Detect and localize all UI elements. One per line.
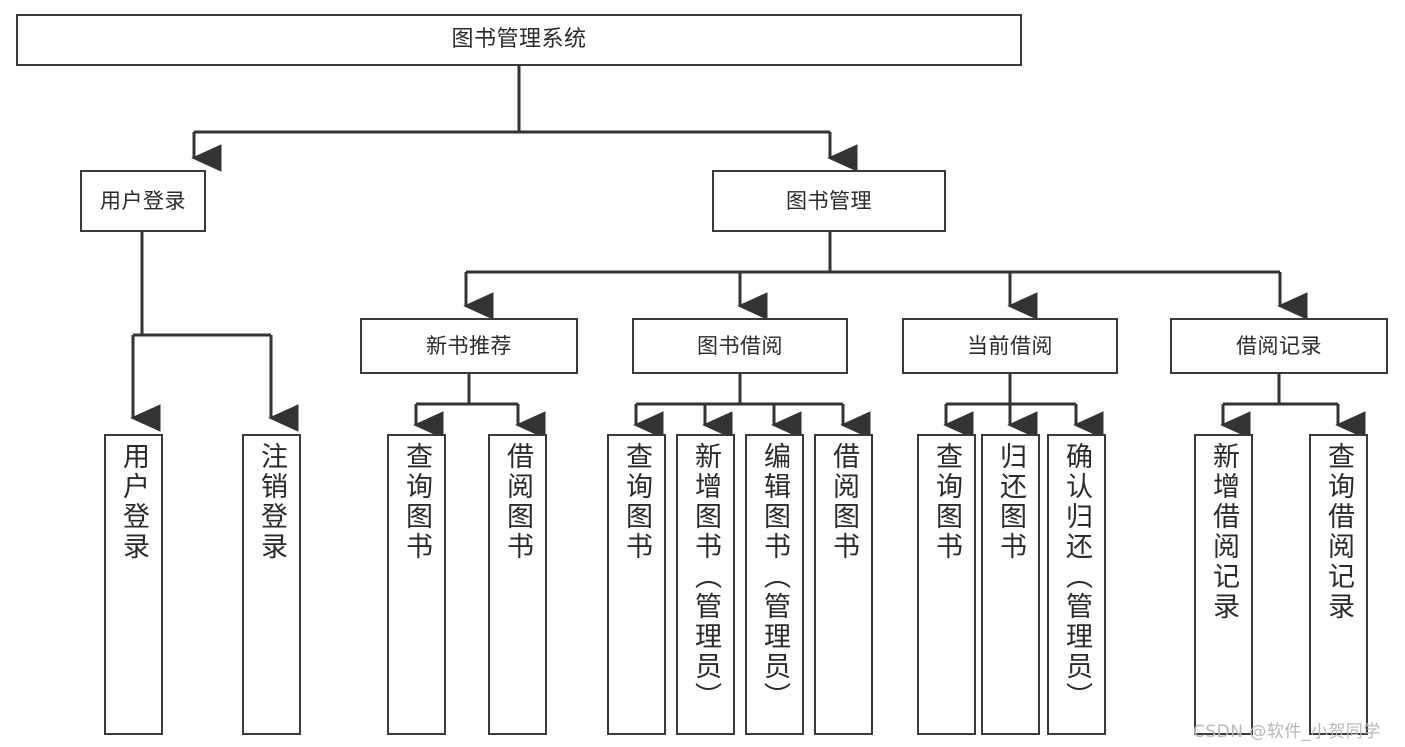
leaf-borrow-borrow-book[interactable]: 借阅图书: [814, 434, 873, 735]
leaf-user-login-login[interactable]: 用户登录: [104, 434, 163, 735]
leaf-record-add-record[interactable]: 新增借阅记录: [1194, 434, 1253, 735]
node-label: 借阅图书: [828, 442, 859, 562]
node-label: 新增图书（管理员）: [690, 442, 721, 712]
node-label: 归还图书: [995, 442, 1026, 562]
node-label: 图书管理系统: [451, 27, 587, 53]
node-label: 用户登录: [100, 188, 186, 213]
node-label: 图书管理: [786, 188, 872, 213]
leaf-borrow-edit-book-admin[interactable]: 编辑图书（管理员）: [745, 434, 804, 735]
leaf-current-return-book[interactable]: 归还图书: [981, 434, 1040, 735]
node-label: 新增借阅记录: [1208, 442, 1239, 622]
leaf-borrow-add-book-admin[interactable]: 新增图书（管理员）: [676, 434, 735, 735]
node-label: 用户登录: [118, 442, 149, 562]
node-current-borrow[interactable]: 当前借阅: [902, 318, 1118, 374]
leaf-recommend-borrow-book[interactable]: 借阅图书: [488, 434, 547, 735]
leaf-borrow-query-book[interactable]: 查询图书: [607, 434, 666, 735]
node-root-system[interactable]: 图书管理系统: [16, 14, 1022, 66]
leaf-recommend-query-book[interactable]: 查询图书: [387, 434, 446, 735]
csdn-watermark: CSDN @软件_小贺同学: [1193, 722, 1381, 742]
leaf-current-confirm-return-admin[interactable]: 确认归还（管理员）: [1047, 434, 1106, 735]
node-label: 借阅图书: [502, 442, 533, 562]
node-book-borrow[interactable]: 图书借阅: [632, 318, 848, 374]
leaf-current-query-book[interactable]: 查询图书: [917, 434, 976, 735]
node-label: 编辑图书（管理员）: [759, 442, 790, 712]
node-label: 注销登录: [256, 442, 287, 562]
node-label: 查询借阅记录: [1323, 442, 1354, 622]
node-label: 当前借阅: [967, 333, 1053, 358]
leaf-user-login-logout[interactable]: 注销登录: [242, 434, 301, 735]
node-label: 查询图书: [401, 442, 432, 562]
node-label: 图书借阅: [697, 333, 783, 358]
node-label: 确认归还（管理员）: [1061, 442, 1092, 712]
node-borrow-record[interactable]: 借阅记录: [1170, 318, 1388, 374]
leaf-record-query-record[interactable]: 查询借阅记录: [1309, 434, 1368, 735]
node-label: 新书推荐: [426, 333, 512, 358]
node-label: 查询图书: [931, 442, 962, 562]
node-label: 查询图书: [621, 442, 652, 562]
node-new-book-recommend[interactable]: 新书推荐: [360, 318, 578, 374]
node-user-login[interactable]: 用户登录: [80, 170, 206, 232]
node-label: 借阅记录: [1236, 333, 1322, 358]
node-book-management[interactable]: 图书管理: [712, 170, 946, 232]
